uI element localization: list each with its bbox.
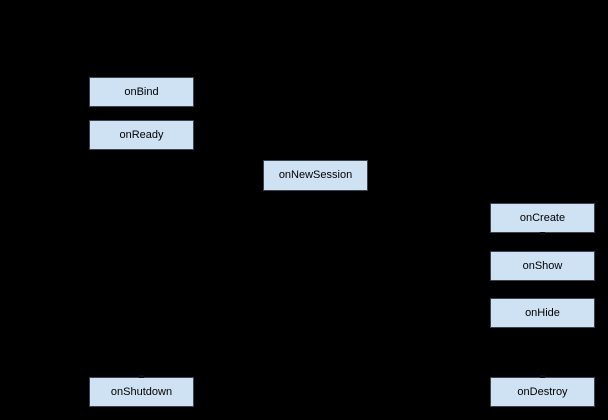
node-onready-label: onReady	[119, 128, 164, 141]
node-onshutdown-label: onShutdown	[110, 385, 173, 398]
node-ondestroy-label: onDestroy	[517, 385, 568, 398]
arrow-tip-mark	[540, 232, 545, 235]
node-onready: onReady	[89, 120, 194, 150]
node-onnewsession-label: onNewSession	[278, 169, 353, 181]
node-onshow-label: onShow	[522, 259, 563, 272]
node-onbind: onBind	[89, 77, 194, 107]
node-ondestroy: onDestroy	[490, 377, 595, 407]
node-onshow: onShow	[490, 251, 595, 281]
node-onhide: onHide	[490, 298, 595, 328]
arrow-tip-mark	[139, 375, 144, 378]
node-oncreate: onCreate	[490, 203, 595, 233]
node-onbind-label: onBind	[124, 85, 159, 98]
node-onshutdown: onShutdown	[89, 377, 194, 407]
node-oncreate-label: onCreate	[519, 211, 566, 224]
node-onhide-label: onHide	[525, 306, 560, 319]
arrow-tip-mark	[540, 375, 545, 378]
node-onnewsession: onNewSession	[263, 160, 368, 191]
